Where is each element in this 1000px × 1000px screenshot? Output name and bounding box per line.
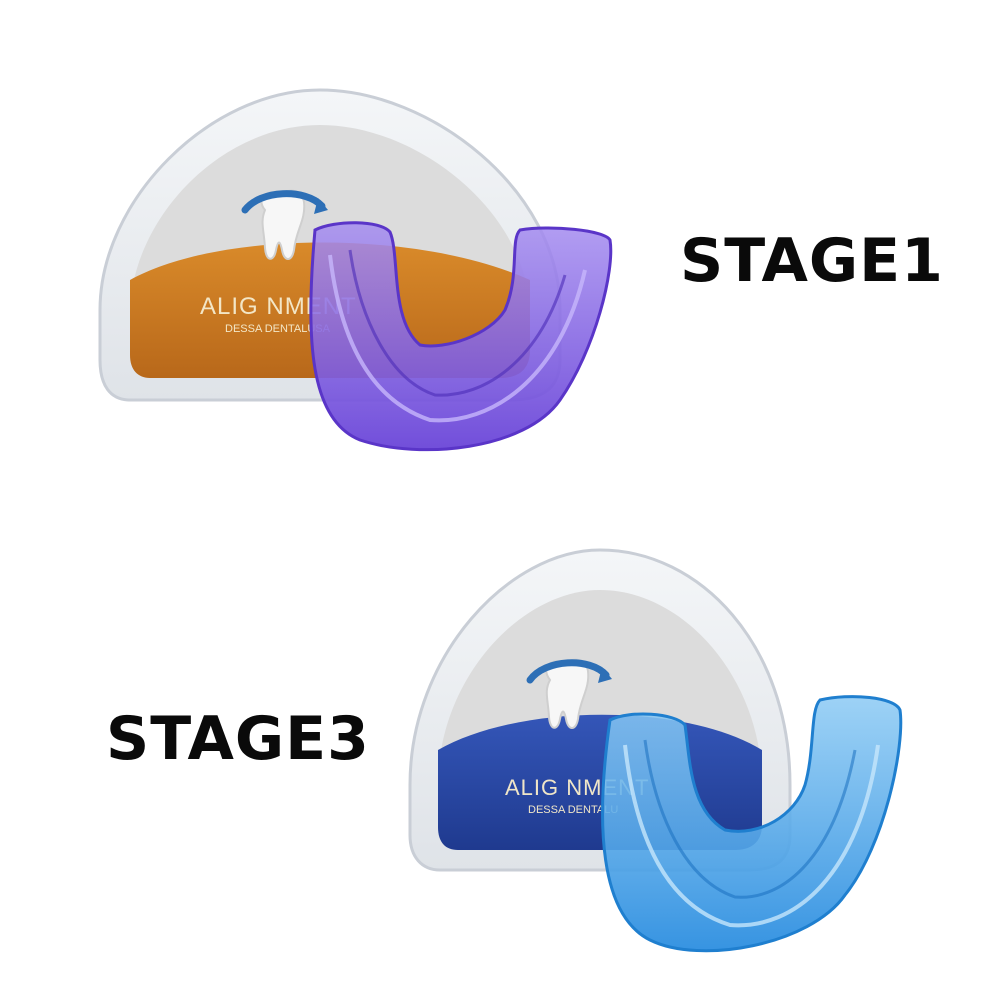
case-subtitle-text: DESSA DENTALUSA [225,323,331,335]
product-stage3: ALIG NMENT DESSA DENTALU [400,545,920,985]
aligner-tray-purple [309,221,613,452]
stage3-product-image: ALIG NMENT DESSA DENTALU [408,548,903,953]
stage1-label: STAGE1 [680,226,944,296]
aligner-tray-blue [601,695,903,953]
case-subtitle-text: DESSA DENTALU [528,804,618,816]
tooth-logo-icon [526,658,612,729]
product-stage1: ALIG NMENT DESSA DENTALUSA [90,80,650,470]
stage1-product-image: ALIG NMENT DESSA DENTALUSA [98,88,613,452]
stage3-label: STAGE3 [106,704,370,774]
tooth-logo-icon [241,189,328,260]
